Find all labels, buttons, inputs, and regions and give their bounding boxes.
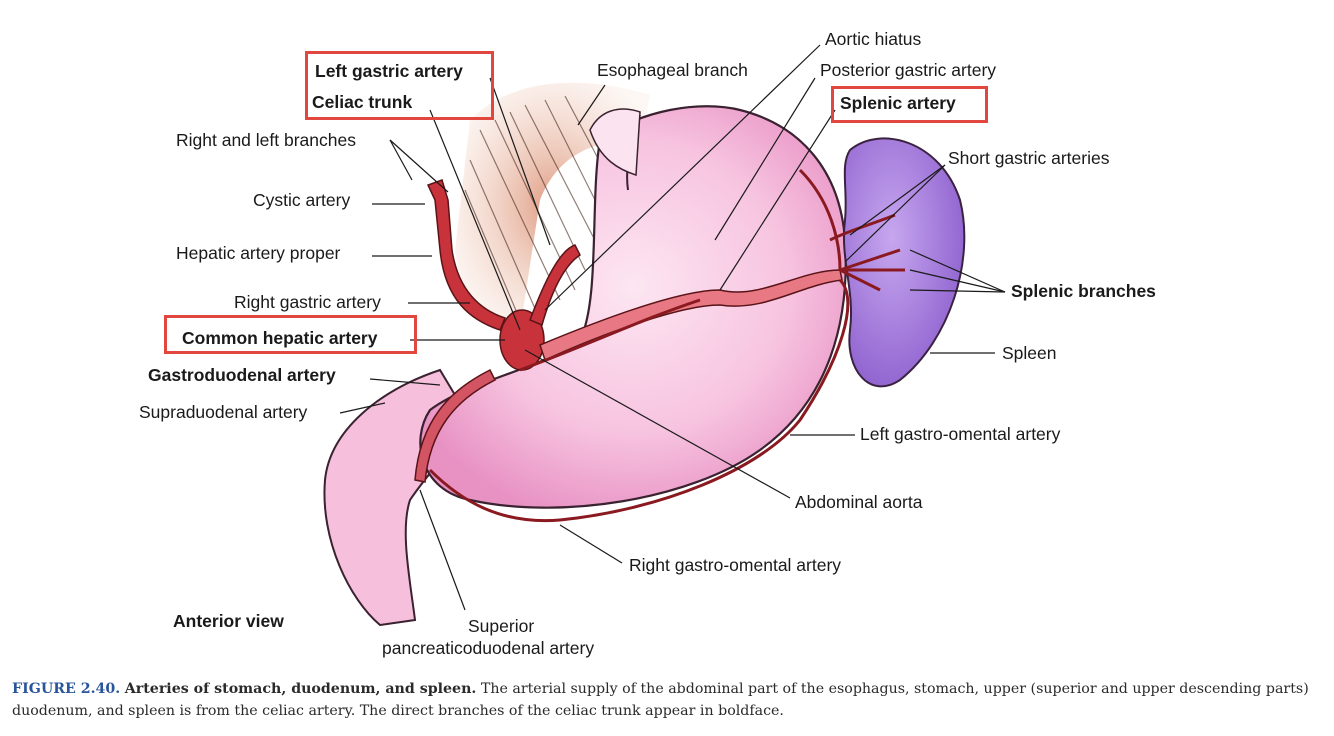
label-hepatic-artery-proper: Hepatic artery proper xyxy=(176,243,341,263)
label-pancreaticoduodenal-artery: pancreaticoduodenal artery xyxy=(382,638,595,658)
figure-title: Arteries of stomach, duodenum, and splee… xyxy=(124,681,477,697)
label-superior: Superior xyxy=(468,616,535,636)
label-short-gastric-arteries: Short gastric arteries xyxy=(948,148,1110,168)
label-spleen: Spleen xyxy=(1002,343,1057,363)
label-esophageal-branch: Esophageal branch xyxy=(597,60,748,80)
label-right-left-branches: Right and left branches xyxy=(176,130,356,150)
label-cystic-artery: Cystic artery xyxy=(253,190,351,210)
label-anterior-view: Anterior view xyxy=(173,611,284,631)
label-aortic-hiatus: Aortic hiatus xyxy=(825,29,922,49)
label-abdominal-aorta: Abdominal aorta xyxy=(795,492,923,512)
label-celiac-trunk: Celiac trunk xyxy=(312,92,413,112)
leader-lines xyxy=(339,44,1006,611)
spleen xyxy=(843,137,966,388)
splenic-artery-box xyxy=(831,86,988,123)
label-gastroduodenal-artery: Gastroduodenal artery xyxy=(148,365,336,385)
left-gastric-celiac-box xyxy=(305,51,494,120)
artery-curvatures xyxy=(428,168,905,523)
artery-tree xyxy=(414,179,843,483)
figure-caption: FIGURE 2.40. Arteries of stomach, duoden… xyxy=(12,678,1312,722)
label-posterior-gastric-artery: Posterior gastric artery xyxy=(820,60,997,80)
diaphragm-shading xyxy=(455,82,650,330)
label-common-hepatic-artery: Common hepatic artery xyxy=(182,328,378,348)
label-supraduodenal-artery: Supraduodenal artery xyxy=(139,402,308,422)
label-right-gastro-omental-artery: Right gastro-omental artery xyxy=(629,555,842,575)
label-left-gastro-omental-artery: Left gastro-omental artery xyxy=(860,424,1061,444)
figure-body: The arterial supply of the abdominal par… xyxy=(12,681,1309,719)
label-splenic-artery: Splenic artery xyxy=(840,93,956,113)
figure-number: FIGURE 2.40. xyxy=(12,681,121,697)
common-hepatic-box xyxy=(164,315,417,354)
label-splenic-branches: Splenic branches xyxy=(1011,281,1156,301)
label-left-gastric-artery: Left gastric artery xyxy=(315,61,463,81)
label-right-gastric-artery: Right gastric artery xyxy=(234,292,381,312)
